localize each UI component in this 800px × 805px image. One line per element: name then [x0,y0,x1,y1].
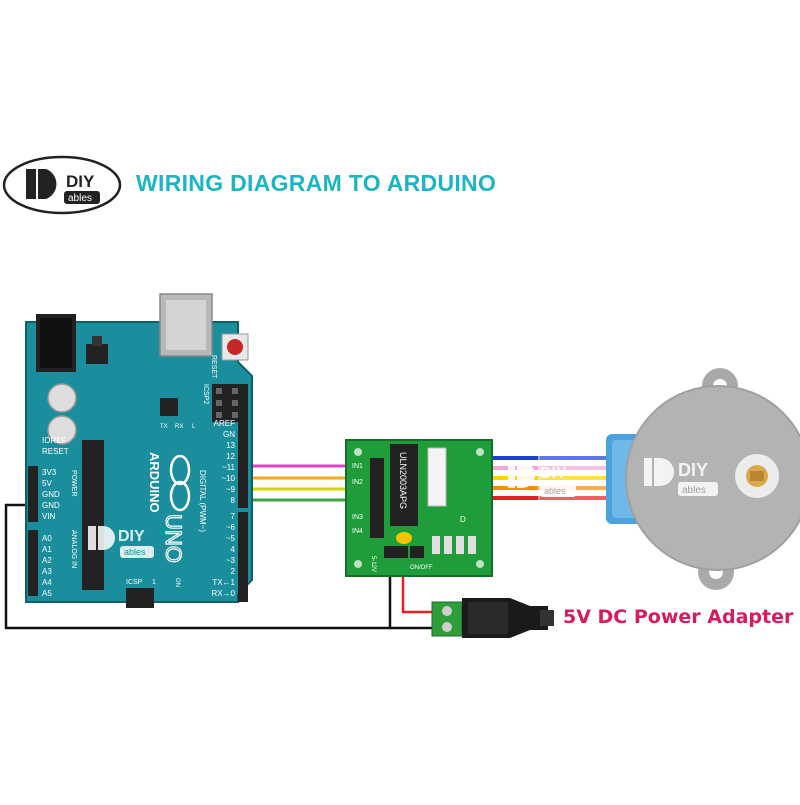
dc-power-adapter [431,598,554,638]
arduino-uno-board: RESET ICSP2 TX RX L ARDUINO UNO DIGITAL … [25,293,253,608]
chip-label: ULN2003APG [398,452,408,509]
driver-onoff-jumper[interactable] [410,546,424,558]
digital-label: DIGITAL (PWM~) [198,470,207,532]
driver-in2: IN2 [352,479,363,486]
tx-led-label: TX [160,424,168,430]
icsp-pin1-label: 1 [152,579,156,586]
pin-label-5v: 5V [42,479,52,488]
driver-power-header [384,546,408,558]
pin-label-12: 12 [226,452,235,461]
page-title: WIRING DIAGRAM TO ARDUINO [136,170,497,196]
pin-label-5: ~5 [226,534,236,543]
icsp-label: ICSP [126,579,143,586]
pin-label-a0: A0 [42,534,52,543]
arduino-logo: ARDUINO UNO [147,452,191,563]
usb-chip [160,398,178,416]
logo-bottom-box [64,191,100,204]
capacitor-2 [47,415,77,445]
uln2003-driver-board: IN1 IN2 IN3 IN4 ULN2003APG D ON/OFF 5-12… [345,439,493,577]
pin-label-9: ~9 [226,485,236,494]
pin-label-aref: AREF [214,419,235,428]
pin-label-6: ~6 [226,523,236,532]
wire-logo-bottom: ables [544,486,566,496]
driver-in4: IN4 [352,528,363,535]
logo-mark-right [38,169,57,199]
voltage-regulator [86,344,108,364]
icsp2-label: ICSP2 [202,384,209,404]
driver-input-header [370,458,384,538]
motor-connector [427,447,447,507]
wire-logo-top: DIY [540,465,567,482]
arduino-brand-text: ARDUINO [147,452,162,513]
power-section-label: POWER [70,470,77,496]
power-adapter-label: 5V DC Power Adapter [563,606,794,628]
driver-voltage-label: 5-12V [370,556,376,572]
diy-ables-logo: DIY ables [2,155,122,215]
analog-section-label: ANALOG IN [70,530,77,568]
pin-label-ioref: IOREF [42,436,67,445]
pin-label-13: 13 [226,441,235,450]
wire-bundle-diyables-logo: DIY ables [508,462,576,497]
pin-label-2: 2 [231,567,236,576]
atmega-chip [82,440,104,590]
uno-text: UNO [161,514,186,563]
pin-label-10: ~10 [221,474,235,483]
motor-logo-bottom: ables [682,485,706,496]
rx-led-label: RX [175,424,183,430]
digital-header-bottom [238,512,248,602]
digital-pin-labels-bottom: 7 ~6 ~5 4 ~3 2 TX←1 RX→0 [211,512,235,598]
pin-label-gnd1: GND [42,490,60,499]
pin-label-gnd2: GND [42,501,60,510]
driver-switch-label: ON/OFF [410,565,433,571]
pin-label-a1: A1 [42,545,52,554]
pin-label-a5: A5 [42,589,52,598]
digital-header-top [238,384,248,508]
power-pin-labels: IOREF RESET 3V3 5V GND GND VIN [42,436,69,521]
capacitor-1 [47,383,77,413]
pin-label-7: 7 [231,512,236,521]
pin-label-reset: RESET [42,447,69,456]
pin-label-8: 8 [231,496,236,505]
motor-body [626,386,800,570]
arduino-diyables-logo: DIY ables [88,526,154,558]
l-led-label: L [192,424,196,430]
pin-label-3: ~3 [226,556,236,565]
adapter-power-wire [401,560,440,614]
motor-diyables-logo: DIY ables [644,458,718,496]
stepper-motor: DIY ables [606,368,800,590]
icsp-header [126,588,154,608]
pin-label-a3: A3 [42,567,52,576]
pin-label-3v3: 3V3 [42,468,57,477]
arduino-logo-top: DIY [118,528,145,545]
driver-leds [432,536,476,554]
pin-label-vin: VIN [42,512,56,521]
analog-pin-labels: A0 A1 A2 A3 A4 A5 [42,534,52,598]
digital-pin-labels-top: AREF GN 13 12 ~11 ~10 ~9 8 [214,419,236,505]
driver-input-labels: IN1 IN2 IN3 IN4 [352,463,363,535]
power-header [28,466,38,522]
on-led-label: ON [174,578,180,587]
driver-in3: IN3 [352,514,363,521]
reset-label: RESET [210,355,217,379]
logo-top-text: DIY [66,172,95,191]
pin-label-11: ~11 [222,463,236,472]
pin-label-gn: GN [223,430,235,439]
logo-mark-left [26,169,36,199]
logo-bottom-text: ables [68,193,92,204]
pin-label-tx1: TX←1 [212,578,235,587]
driver-capacitor [396,532,412,544]
driver-in1: IN1 [352,463,363,470]
driver-corner-label: D [460,515,466,524]
arduino-logo-bottom: ables [124,547,146,557]
uln2003-chip [390,444,418,526]
pin-label-a4: A4 [42,578,52,587]
pin-label-rx0: RX→0 [211,589,235,598]
motor-logo-top: DIY [678,460,708,480]
ground-wire [4,503,392,630]
pin-label-a2: A2 [42,556,52,565]
pin-label-4: 4 [231,545,236,554]
analog-header [28,530,38,596]
